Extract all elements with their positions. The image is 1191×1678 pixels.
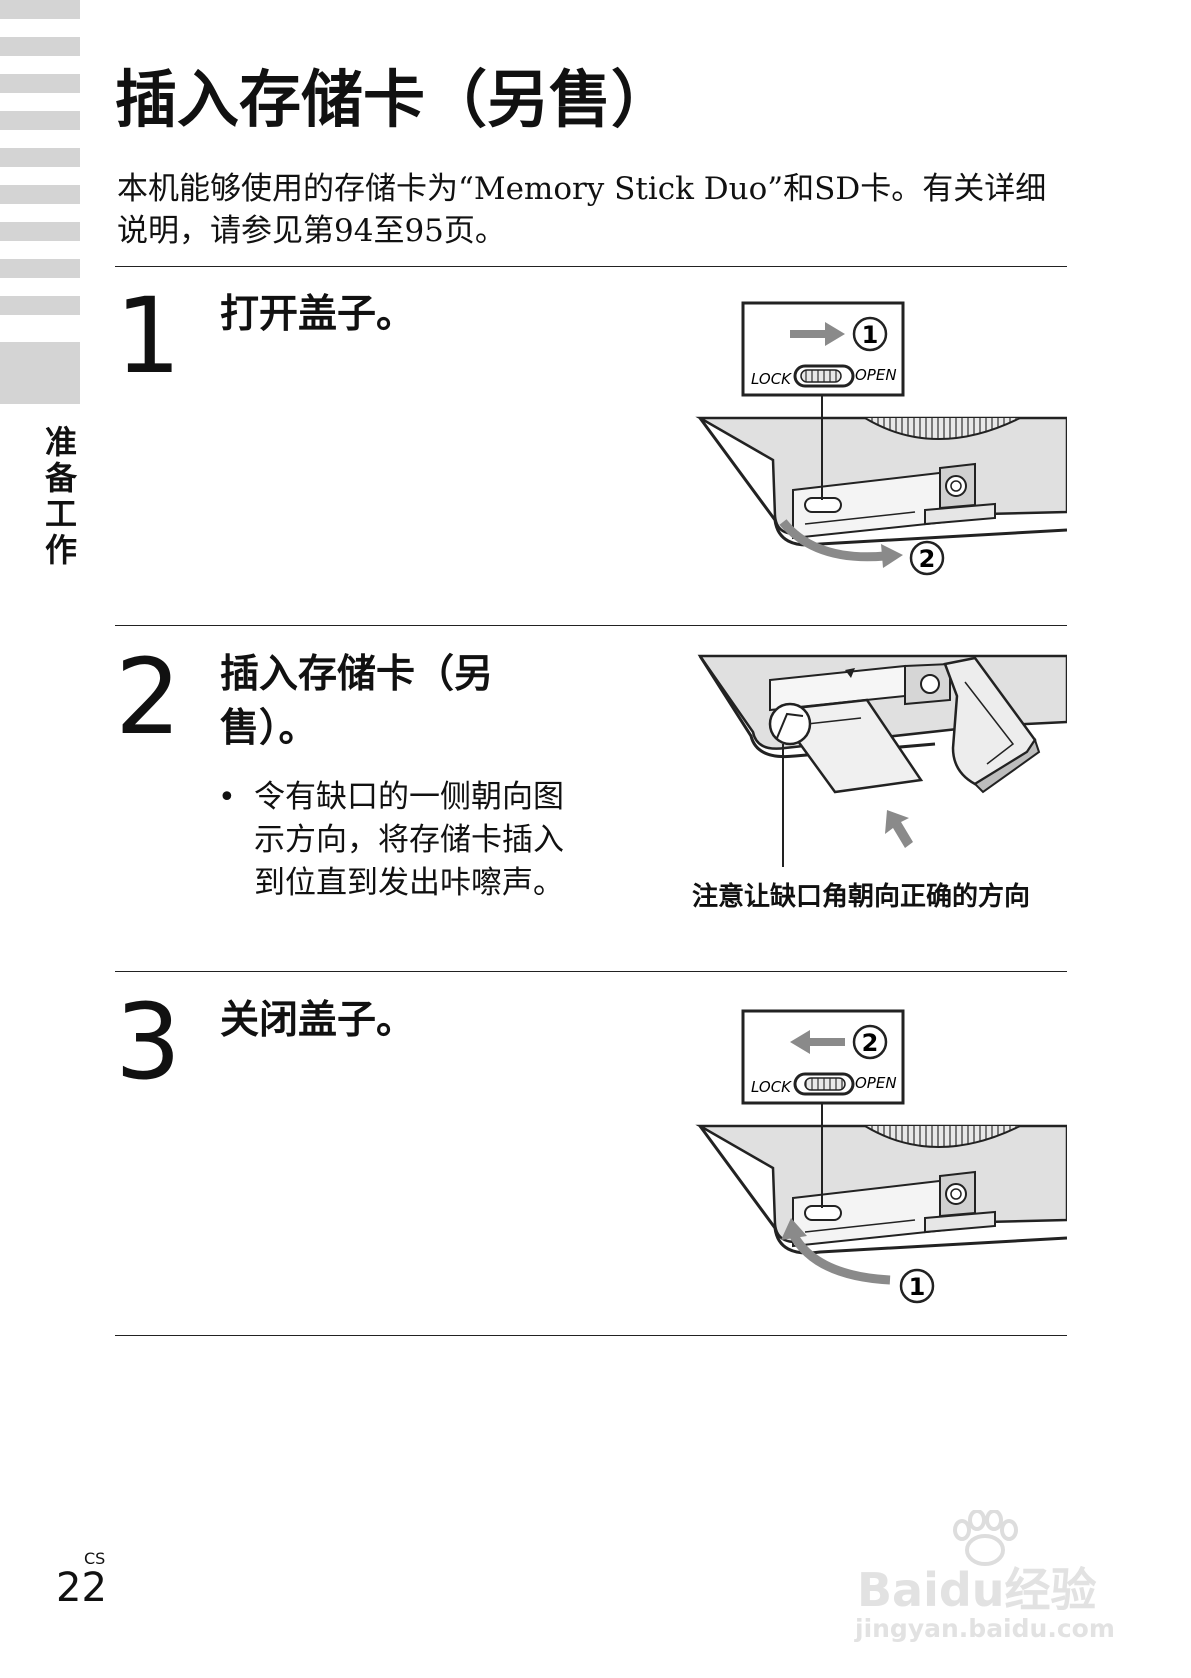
tab-stripe (0, 74, 80, 93)
bullet-text: 令有缺口的一侧朝向图示方向，将存储卡插入到位直到发出咔嚓声。 (254, 779, 564, 901)
page-number: 22 (56, 1565, 107, 1611)
callout-2-icon (852, 1024, 888, 1060)
divider (115, 625, 1067, 626)
step-title: 打开盖子。 (220, 292, 416, 337)
tab-stripe (0, 259, 80, 278)
side-tab-label: 准备工作 (44, 423, 77, 569)
step-number: 3 (115, 981, 182, 1103)
intro-paragraph: 本机能够使用的存储卡为“Memory Stick Duo”和SD卡。有关详细说明… (117, 171, 1047, 249)
callout-1-icon (852, 316, 888, 352)
cover-switch (804, 497, 842, 513)
lens-ring (864, 1125, 1021, 1148)
tab-stripe (0, 148, 80, 167)
step-title: 插入存储卡（另售）。 (220, 652, 494, 751)
step-number: 1 (115, 275, 182, 397)
page-title: 插入存储卡（另售） (115, 63, 674, 136)
tab-stripe (0, 37, 80, 56)
insert-arrow-icon (885, 810, 913, 848)
callout-1-label: 1 (862, 321, 879, 349)
close-cover-arrow-icon (789, 1231, 891, 1285)
tripod-socket-icon (920, 674, 940, 694)
open-label: OPEN (855, 366, 897, 384)
divider (115, 1335, 1067, 1336)
open-cover-illustration: 1 LOCK OPEN 2 (695, 301, 1067, 576)
tripod-socket-icon (945, 475, 967, 497)
callout-2-label: 2 (919, 545, 936, 573)
divider (115, 971, 1067, 972)
paw-logo-icon (953, 1510, 1018, 1566)
callout-2-icon (909, 540, 945, 576)
close-cover-illustration: 2 LOCK OPEN 1 (695, 1009, 1067, 1304)
tripod-socket-icon (945, 1183, 967, 1205)
watermark-brand: Baidu经验 (857, 1563, 1097, 1617)
language-code: CS (84, 1549, 106, 1568)
divider (115, 266, 1067, 267)
step-number: 2 (115, 636, 182, 758)
tab-stripe (0, 185, 80, 204)
cover-switch (804, 1205, 842, 1221)
notch-caption: 注意让缺口角朝向正确的方向 (692, 882, 1031, 912)
tab-stripe (0, 0, 80, 19)
callout-1-label: 1 (909, 1273, 926, 1301)
lock-label: LOCK (751, 370, 792, 388)
tab-stripe (0, 111, 80, 130)
bullet-dot: • (218, 780, 236, 815)
tab-stripe (0, 222, 80, 241)
watermark-url: jingyan.baidu.com (855, 1614, 1115, 1643)
lens-ring (864, 417, 1021, 440)
side-tab-block (0, 342, 80, 404)
lock-label: LOCK (751, 1078, 792, 1096)
slide-arrow-icon (790, 322, 845, 346)
tab-stripe (0, 296, 80, 315)
callout-2-label: 2 (862, 1029, 879, 1057)
open-cover-arrow-icon (779, 519, 886, 562)
slide-arrow-icon (790, 1030, 845, 1054)
notch-magnifier-icon (768, 702, 812, 746)
open-label: OPEN (855, 1074, 897, 1092)
insert-card-illustration (697, 654, 1067, 867)
step-title: 关闭盖子。 (220, 998, 416, 1043)
callout-1-icon (899, 1268, 935, 1304)
